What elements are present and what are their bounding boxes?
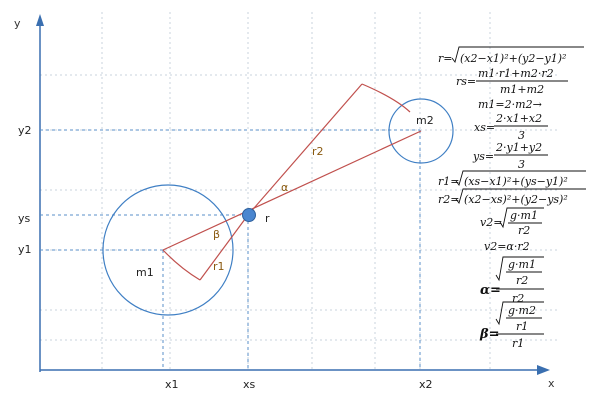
formula-r1-lhs: r1=	[438, 175, 459, 188]
formula-alpha-inner-den: r2	[516, 274, 528, 287]
formula-rs-den: m1+m2	[500, 83, 544, 96]
sqrt-sign	[455, 188, 586, 204]
formula-block: r= (x2−x1)²+(y2−y1)² rs= m1·r1+m2·r2 m1+…	[438, 46, 586, 350]
sqrt-sign	[495, 301, 544, 326]
formula-r-lhs: r=	[438, 52, 452, 65]
formula-v2-lhs: v2=	[480, 216, 502, 229]
x-axis-arrow	[537, 365, 550, 375]
formula-ys-den: 3	[518, 158, 525, 171]
y-axis-label: y	[14, 17, 21, 30]
x-tick-x2: x2	[419, 378, 433, 391]
guides	[40, 129, 421, 370]
label-beta: β	[213, 228, 220, 241]
formula-r2-rhs: (x2−xs)²+(y2−ys)²	[464, 193, 568, 206]
formula-v2-alpha: v2=α·r2	[484, 240, 530, 253]
formula-ys-lhs: ys=	[472, 150, 494, 163]
center-of-mass-point	[242, 208, 256, 222]
formula-xs-den: 3	[518, 129, 525, 142]
x-axis-label: x	[548, 377, 555, 390]
formula-r1-rhs: (xs−x1)²+(ys−y1)²	[464, 175, 568, 188]
formula-rs-num: m1·r1+m2·r2	[478, 67, 554, 80]
axes: x y	[14, 14, 555, 390]
formula-xs-lhs: xs=	[474, 121, 495, 134]
line-m1-m2	[162, 130, 422, 251]
formula-rs-lhs: rs=	[456, 75, 476, 88]
label-alpha: α	[281, 181, 288, 194]
sqrt-sign	[499, 207, 544, 229]
formula-alpha-inner-num: g·m1	[508, 258, 536, 271]
label-r: r	[265, 212, 270, 225]
label-r2: r2	[312, 145, 324, 158]
formula-beta-den: r1	[512, 337, 524, 350]
y-axis-arrow	[36, 14, 44, 26]
grid	[40, 12, 560, 372]
sqrt-sign	[451, 46, 584, 64]
sector-r1-edge	[199, 214, 249, 281]
y-tick-ys: ys	[18, 212, 31, 225]
y-tick-y2: y2	[18, 124, 32, 137]
formula-v2-den: r2	[518, 224, 530, 237]
label-r1: r1	[213, 260, 225, 273]
formula-beta-inner-den: r1	[516, 320, 528, 333]
formula-m1-m2: m1=2·m2→	[478, 98, 542, 111]
sqrt-sign	[495, 256, 544, 282]
circle-m2	[388, 98, 454, 164]
formula-xs-num: 2·x1+x2	[495, 112, 542, 125]
sqrt-sign	[455, 170, 586, 186]
formula-alpha-lhs: α=	[480, 283, 501, 298]
circle-m1	[102, 184, 234, 316]
sector-r2-arc	[361, 83, 411, 113]
sector-r2-edge	[247, 83, 363, 216]
formula-r2-lhs: r2=	[438, 193, 459, 206]
formula-ys-num: 2·y1+y2	[495, 141, 542, 154]
y-tick-y1: y1	[18, 243, 32, 256]
x-tick-xs: xs	[243, 378, 256, 391]
x-tick-x1: x1	[165, 378, 179, 391]
formula-beta-lhs: β=	[479, 327, 500, 342]
formula-v2-num: g·m1	[510, 209, 538, 222]
label-m1: m1	[136, 266, 154, 279]
sector-r1-arc	[162, 249, 201, 281]
formula-r-rhs: (x2−x1)²+(y2−y1)²	[460, 52, 566, 65]
formula-beta-inner-num: g·m2	[508, 304, 536, 317]
label-m2: m2	[416, 114, 434, 127]
